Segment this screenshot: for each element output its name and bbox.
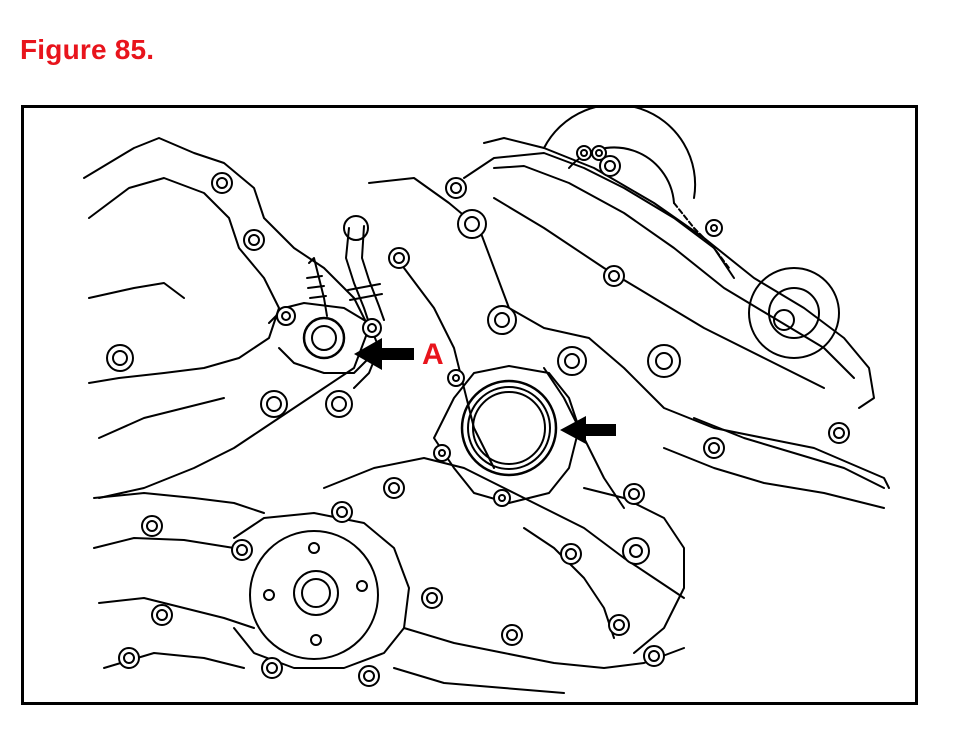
timing-cover-outline [368, 177, 890, 489]
figure-title: Figure 85. [20, 34, 155, 65]
bolt [141, 515, 163, 537]
bolt [211, 172, 233, 194]
right-cam-cover-lower [493, 197, 825, 389]
idler-pulley-outer [748, 267, 840, 359]
right-block-lower [663, 447, 885, 509]
bolt [623, 483, 645, 505]
tensioner-arm [583, 487, 685, 654]
bolt [493, 489, 511, 507]
idler-pulley-inner [768, 287, 820, 339]
bolt [557, 346, 587, 376]
water-pump-hub-inner [301, 578, 331, 608]
lower-block-edge-3 [98, 597, 255, 629]
bolt [487, 305, 517, 335]
bolt [828, 422, 850, 444]
water-pump-pulley-outer [249, 530, 379, 660]
cam-sprocket-arc [543, 108, 697, 199]
coolant-hose [345, 225, 385, 324]
bolt [608, 614, 630, 636]
bolt [445, 177, 467, 199]
timing-cover-flange [463, 152, 735, 279]
bolt [243, 229, 265, 251]
timing-cover-inner-rib [403, 267, 495, 469]
lower-block-edge-1 [93, 492, 265, 514]
bolt [358, 665, 380, 687]
bolt [260, 390, 288, 418]
crankshaft-oil-seal-inner [472, 391, 546, 465]
bolt [501, 624, 523, 646]
bolt [118, 647, 140, 669]
bolt [447, 369, 465, 387]
left-head-rib [88, 282, 185, 299]
timing-chain [673, 202, 730, 269]
bolt [705, 219, 723, 237]
left-head-inner-contour [88, 177, 280, 384]
crankshaft-oil-seal-mid [467, 386, 551, 470]
left-arrow-icon [354, 338, 414, 370]
tensioner-rib [523, 527, 615, 639]
water-pump-housing [233, 512, 410, 669]
hose-clamp [347, 283, 383, 301]
engine-timing-cover-drawing [83, 108, 890, 694]
left-cylinder-head-outline [83, 137, 370, 499]
bolt [261, 657, 283, 679]
bolt [362, 318, 382, 338]
bolt [643, 645, 665, 667]
right-cam-cover-outline [483, 137, 875, 409]
timing-cover-lower-edge [323, 457, 685, 599]
bolt [599, 155, 621, 177]
idler-pulley-hub [773, 309, 795, 331]
water-pump-bolt-hole-1 [308, 542, 320, 554]
sensor-connector [306, 257, 328, 317]
bolt [276, 306, 296, 326]
bolt [433, 444, 451, 462]
bolt [591, 145, 607, 161]
bolt [151, 604, 173, 626]
sensor-body-outer [302, 316, 346, 360]
bolt [457, 209, 487, 239]
right-cam-cover-inner [493, 165, 855, 379]
lower-housing-right [403, 627, 685, 669]
callout-a-label: A [422, 338, 444, 371]
coolant-hose-end [343, 215, 369, 241]
bolt [576, 145, 592, 161]
sensor-body-inner [311, 325, 337, 351]
diagram-frame: A [21, 105, 918, 705]
sensor-bracket-inner [278, 347, 370, 374]
right-block-edge [693, 417, 885, 489]
bolt [231, 539, 253, 561]
bolt [421, 587, 443, 609]
bolt [388, 247, 410, 269]
bolt [603, 265, 625, 287]
bolt [560, 543, 582, 565]
water-pump-bolt-hole-2 [263, 589, 275, 601]
crankshaft-oil-seal-outer [460, 379, 558, 477]
water-pump-hub-outer [293, 570, 339, 616]
water-pump-bolt-hole-4 [310, 634, 322, 646]
lower-block-edge-2 [93, 537, 235, 549]
bolt [331, 501, 353, 523]
bolt [106, 344, 134, 372]
bolt [703, 437, 725, 459]
left-arrow-icon [560, 416, 616, 444]
bolt [622, 537, 650, 565]
bolt [325, 390, 353, 418]
bolt [647, 344, 681, 378]
bolt [383, 477, 405, 499]
water-pump-bolt-hole-3 [356, 580, 368, 592]
left-head-rib-2 [98, 397, 225, 439]
lower-housing-right-2 [393, 667, 565, 694]
